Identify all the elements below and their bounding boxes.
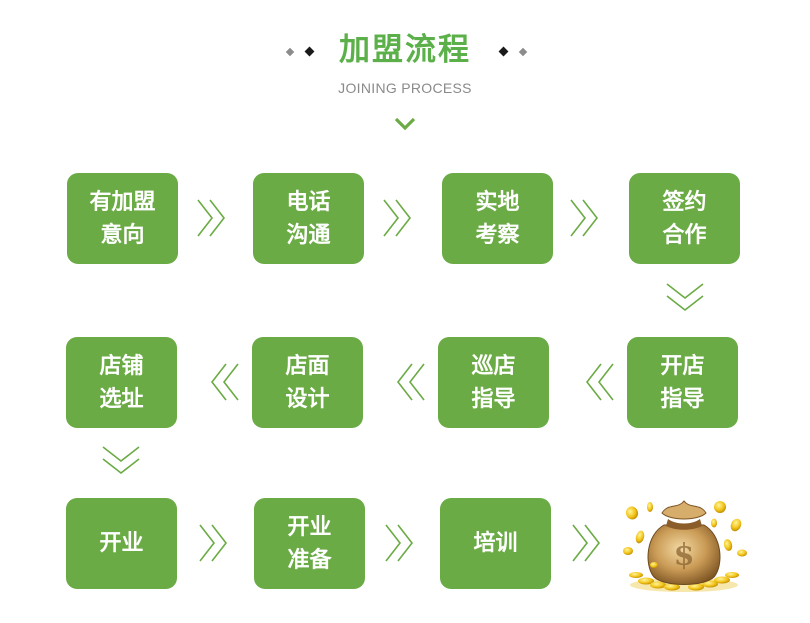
arrow-left-icon xyxy=(585,363,614,401)
arrow-right-icon xyxy=(570,199,599,237)
step-box-visit: 实地 考察 xyxy=(442,173,553,264)
step-label: 指导 xyxy=(660,386,705,412)
chevron-down-icon xyxy=(394,117,416,131)
step-label: 准备 xyxy=(287,547,332,573)
step-label: 考察 xyxy=(475,222,520,248)
step-box-opening: 开业 xyxy=(66,498,177,589)
step-label: 开店 xyxy=(660,353,705,379)
step-label: 店铺 xyxy=(99,353,144,379)
step-label: 电话 xyxy=(286,189,331,215)
page-title: 加盟流程 xyxy=(339,32,471,68)
step-label: 指导 xyxy=(471,386,516,412)
step-label: 开业 xyxy=(99,531,144,556)
step-box-patrol-guidance: 巡店 指导 xyxy=(438,337,549,428)
header: 加盟流程 JOINING PROCESS xyxy=(0,0,810,140)
step-box-opening-guidance: 开店 指导 xyxy=(627,337,738,428)
step-label: 合作 xyxy=(662,222,707,248)
arrow-right-icon xyxy=(383,199,412,237)
step-box-store-design: 店面 设计 xyxy=(252,337,363,428)
arrow-down-icon xyxy=(666,283,704,312)
step-box-contract: 签约 合作 xyxy=(629,173,740,264)
step-label: 沟通 xyxy=(286,222,331,248)
arrow-right-icon xyxy=(572,524,601,562)
arrow-right-icon xyxy=(199,524,228,562)
step-label: 店面 xyxy=(285,353,330,379)
step-label: 巡店 xyxy=(471,353,516,379)
step-label: 培训 xyxy=(473,531,518,556)
step-box-training: 培训 xyxy=(440,498,551,589)
step-label: 意向 xyxy=(100,222,145,248)
step-box-phone: 电话 沟通 xyxy=(253,173,364,264)
step-box-intent: 有加盟 意向 xyxy=(67,173,178,264)
step-box-opening-prep: 开业 准备 xyxy=(254,498,365,589)
step-label: 开业 xyxy=(287,514,332,540)
page-subtitle: JOINING PROCESS xyxy=(338,80,472,96)
step-label: 设计 xyxy=(285,386,330,412)
arrow-left-icon xyxy=(396,363,425,401)
arrow-right-icon xyxy=(385,524,414,562)
arrow-right-icon xyxy=(197,199,226,237)
arrow-down-icon xyxy=(102,446,140,475)
svg-text:$: $ xyxy=(674,538,695,573)
step-label: 有加盟 xyxy=(89,189,156,215)
step-label: 实地 xyxy=(475,189,520,215)
arrow-left-icon xyxy=(210,363,239,401)
step-box-site-selection: 店铺 选址 xyxy=(66,337,177,428)
step-label: 签约 xyxy=(662,189,707,215)
money-bag-icon: $ xyxy=(623,500,747,592)
step-label: 选址 xyxy=(99,386,144,412)
